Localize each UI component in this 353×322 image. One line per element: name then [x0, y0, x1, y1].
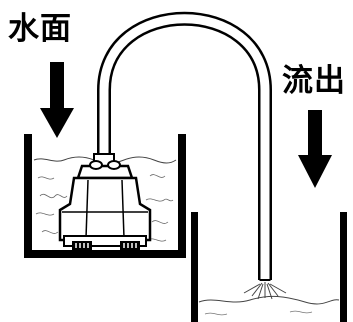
pump-icon	[58, 153, 152, 250]
water-surface-down-arrow-icon	[40, 62, 74, 138]
hose-icon	[97, 11, 272, 281]
outflow-down-arrow-icon	[298, 110, 332, 188]
water-splash-icon	[243, 282, 287, 300]
water-surface-label: 水面	[8, 11, 72, 47]
outflow-label: 流出	[282, 63, 346, 99]
right-water-tank	[191, 212, 347, 322]
left-water-tank	[24, 134, 186, 258]
